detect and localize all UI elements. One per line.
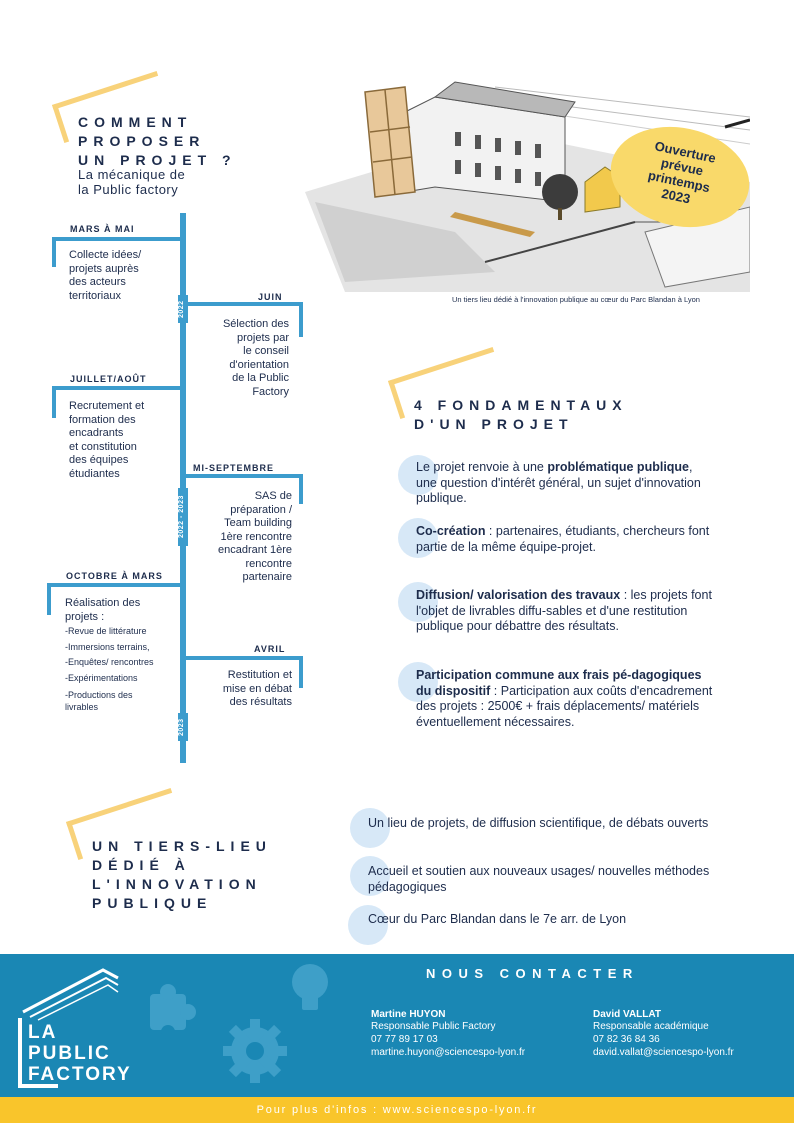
timeline-branch — [183, 474, 303, 478]
timeline-branch — [52, 386, 56, 418]
contact-title: NOUS CONTACTER — [426, 966, 639, 981]
timeline-label: JUILLET/AOÛT — [70, 374, 147, 384]
year-tag: 2022 — [178, 295, 188, 323]
title-line: UN TIERS-LIEU — [92, 838, 272, 854]
timeline-step-text: Collecte idées/projets auprès des acteur… — [69, 249, 142, 302]
logo-text: LA PUBLIC FACTORY — [28, 1022, 132, 1085]
logo: LA PUBLIC FACTORY — [18, 962, 158, 1090]
contact-footer: LA PUBLIC FACTORY NOUS CONTACTER Martine… — [0, 954, 794, 1097]
title-line: D'UN PROJET — [414, 416, 574, 432]
section-title-tiers-lieu: UN TIERS-LIEU DÉDIÉ À L'INNOVATION PUBLI… — [92, 837, 272, 913]
section-title-fondamentaux: 4 FONDAMENTAUX D'UN PROJET — [414, 396, 628, 434]
timeline-label: JUIN — [258, 292, 283, 302]
timeline-branch — [299, 302, 303, 337]
title-line: DÉDIÉ À — [92, 857, 191, 873]
bullet-bubble — [398, 662, 438, 702]
contact-card: David VALLAT Responsable académique 07 8… — [593, 1009, 734, 1058]
timeline-branch — [47, 583, 183, 587]
image-caption: Un tiers lieu dédié à l'innovation publi… — [452, 295, 700, 304]
logo-bracket — [18, 1018, 22, 1088]
tiers-lieu-item: Cœur du Parc Blandan dans le 7e arr. de … — [368, 912, 627, 926]
timeline-branch — [52, 237, 183, 241]
fundamental-item: Co-création : partenaires, étudiants, ch… — [416, 524, 710, 554]
timeline-label: AVRIL — [254, 644, 286, 654]
fundamental-item: Le projet renvoie à une problématique pu… — [416, 460, 701, 505]
website-link[interactable]: Pour plus d'infos : www.sciencespo-lyon.… — [256, 1104, 538, 1116]
fundamental-item: Participation commune aux frais pé-dagog… — [416, 668, 713, 729]
title-line: UN PROJET ? — [78, 152, 237, 168]
roof-icon — [22, 968, 119, 1021]
building-illustration: Ouverture prévue printemps 2023 — [305, 72, 759, 292]
timeline-branch — [52, 386, 183, 390]
bullet-bubble — [398, 455, 438, 495]
timeline-label: OCTOBRE À MARS — [66, 571, 163, 581]
timeline-branch — [47, 583, 51, 615]
bullet-bubble — [348, 905, 388, 945]
title-line: PUBLIQUE — [92, 895, 213, 911]
bullet-bubble — [398, 518, 438, 558]
year-tag: 2022 - 2023 — [178, 488, 188, 546]
bullet-bubble — [350, 856, 390, 896]
timeline-branch — [183, 656, 303, 660]
section-subtitle: La mécanique de la Public factory — [78, 167, 185, 197]
subtitle-line: la Public factory — [78, 182, 179, 197]
decorative-shapes — [150, 964, 328, 1083]
timeline-branch — [299, 656, 303, 688]
timeline-label: MI-SEPTEMBRE — [193, 463, 275, 473]
email-link[interactable]: martine.huyon@sciencespo-lyon.fr — [371, 1047, 526, 1058]
fundamental-item: Diffusion/ valorisation des travaux : le… — [416, 588, 712, 633]
timeline-branch — [183, 302, 303, 306]
title-line: L'INNOVATION — [92, 876, 262, 892]
tiers-lieu-item: Un lieu de projets, de diffusion scienti… — [368, 816, 709, 830]
contact-card: Martine HUYON Responsable Public Factory… — [371, 1009, 526, 1058]
bullet-bubble — [350, 808, 390, 848]
tiers-lieu-item: Accueil et soutien aux nouveaux usages/ … — [368, 864, 710, 894]
subtitle-line: La mécanique de — [78, 167, 186, 182]
bullet-bubble — [398, 582, 438, 622]
timeline-label: MARS À MAI — [70, 224, 135, 234]
info-bar: Pour plus d'infos : www.sciencespo-lyon.… — [0, 1097, 794, 1123]
timeline-branch — [299, 474, 303, 504]
email-link[interactable]: david.vallat@sciencespo-lyon.fr — [593, 1047, 734, 1058]
title-line: PROPOSER — [78, 133, 206, 149]
timeline-branch — [52, 237, 56, 267]
section-title-proposer: COMMENT PROPOSER UN PROJET ? — [78, 113, 237, 170]
logo-bracket — [18, 1084, 58, 1088]
title-line: 4 FONDAMENTAUX — [414, 397, 628, 413]
title-line: COMMENT — [78, 114, 193, 130]
year-tag: 2023 — [178, 713, 188, 741]
